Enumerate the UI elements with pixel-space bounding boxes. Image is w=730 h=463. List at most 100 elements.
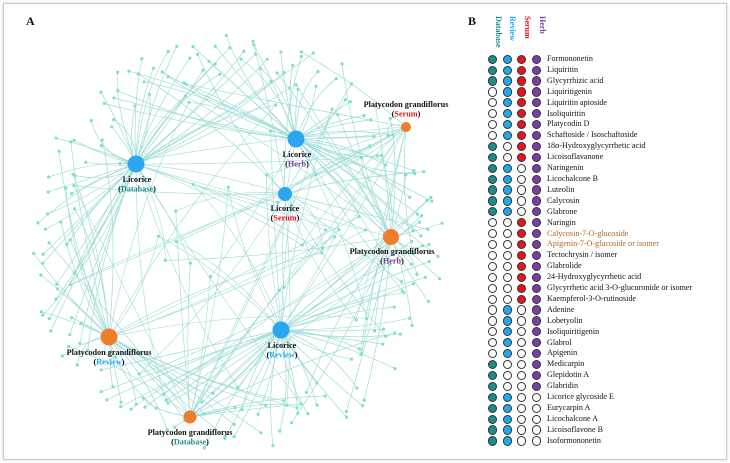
source-indicator-review: [502, 261, 512, 271]
compound-name: Glycyrrhetic acid 3-O-glucuronide or iso…: [547, 283, 693, 293]
table-row: Licochalcone A: [488, 414, 724, 425]
network-edge: [69, 239, 110, 338]
compound-node: [290, 203, 294, 207]
hub-label-licorice-review: Licorice: [268, 341, 297, 350]
compound-node: [202, 446, 206, 450]
compound-node: [311, 51, 315, 55]
network-edge: [48, 163, 137, 319]
network-edge: [193, 184, 392, 238]
network-edge: [45, 163, 137, 230]
network-edge: [187, 263, 191, 418]
compound-name: Licorice glycoside E: [547, 392, 614, 402]
compound-node: [408, 195, 412, 199]
source-indicator-herb: [532, 403, 542, 413]
source-indicator-review: [502, 338, 512, 348]
network-edge: [48, 242, 191, 418]
compound-node: [279, 50, 283, 54]
network-edge: [280, 245, 423, 331]
compound-node: [314, 173, 318, 177]
compound-node: [426, 299, 431, 303]
hub-node-platycodon-herb: [383, 229, 399, 245]
source-indicator-herb: [532, 294, 542, 304]
source-indicator-review: [502, 218, 512, 228]
source-indicator-serum: [517, 381, 527, 391]
compound-name: Naringin: [547, 217, 576, 227]
compound-node: [296, 411, 300, 416]
compound-node: [388, 263, 392, 267]
compound-name: Licoisoflavanone: [547, 152, 604, 162]
compound-node: [384, 163, 388, 167]
compound-node: [46, 190, 50, 194]
source-indicator-database: [488, 316, 498, 326]
source-indicator-herb: [532, 283, 542, 293]
source-indicator-serum: [517, 370, 527, 381]
source-indicator-herb: [532, 436, 542, 446]
source-indicator-herb: [532, 87, 542, 97]
network-edge: [270, 329, 282, 446]
network-edge: [280, 329, 358, 389]
source-indicator-review: [502, 152, 512, 162]
network-edge: [280, 109, 333, 331]
compound-node: [359, 155, 364, 160]
network-edge: [108, 236, 159, 338]
source-indicator-serum: [517, 196, 527, 206]
compound-node: [386, 134, 390, 138]
compound-node: [228, 46, 232, 50]
compound-node: [410, 239, 414, 243]
network-edge: [158, 235, 282, 331]
compound-node: [349, 82, 354, 86]
network-edge: [135, 163, 323, 253]
source-indicator-serum: [517, 98, 527, 108]
source-indicator-database: [488, 403, 498, 413]
compound-node: [357, 347, 361, 351]
table-row: Adenine: [488, 305, 724, 316]
compound-name: Apigenin-7-O-glucoside or isomer: [547, 239, 659, 249]
compound-node: [314, 84, 318, 88]
network-edge: [192, 184, 282, 331]
hub-label-platycodon-database: Platycodon grandiflorus: [148, 428, 233, 437]
network-edge: [253, 44, 297, 140]
source-indicator-herb: [532, 392, 542, 402]
compound-node: [418, 220, 422, 224]
compound-node: [323, 394, 327, 398]
network-edge: [108, 336, 168, 431]
table-row: Liquiritin: [488, 65, 724, 76]
compound-node: [70, 316, 74, 320]
compound-node: [36, 221, 40, 225]
network-edge: [175, 192, 286, 212]
source-indicator-review: [502, 174, 512, 184]
compound-name: 24-Hydroxyglycyrrhetic acid: [547, 272, 642, 282]
compound-name: Tectochrysin / isomer: [547, 250, 618, 260]
source-indicator-review: [502, 425, 512, 435]
source-indicator-serum: [517, 349, 527, 359]
source-indicator-serum: [517, 436, 527, 446]
compound-node: [78, 341, 82, 345]
compound-node: [89, 119, 93, 123]
source-indicator-review: [502, 65, 512, 75]
source-indicator-review: [502, 87, 512, 97]
network-edge: [135, 163, 239, 388]
compound-name: Glabrone: [547, 206, 578, 216]
compound-node: [299, 402, 303, 406]
compound-node: [408, 316, 412, 320]
network-edge: [116, 72, 137, 165]
table-row: Naringenin: [488, 163, 724, 174]
source-indicator-herb: [532, 54, 542, 64]
network-edge: [135, 51, 169, 165]
compound-node: [127, 69, 131, 73]
compound-name: Glabridin: [547, 381, 579, 391]
compound-node: [276, 200, 280, 205]
column-header-herb: Herb: [538, 16, 547, 34]
source-indicator-serum: [517, 65, 527, 75]
compound-name: Luteolin: [547, 184, 575, 194]
source-indicator-review: [502, 283, 512, 293]
network-edge: [260, 68, 297, 140]
compound-node: [232, 435, 236, 439]
compound-node: [59, 220, 63, 224]
compound-node: [201, 68, 205, 72]
compound-node: [350, 357, 354, 361]
network-edge: [68, 346, 191, 418]
compound-node: [72, 184, 76, 188]
network-edge: [135, 163, 302, 405]
network-edge: [185, 95, 392, 238]
